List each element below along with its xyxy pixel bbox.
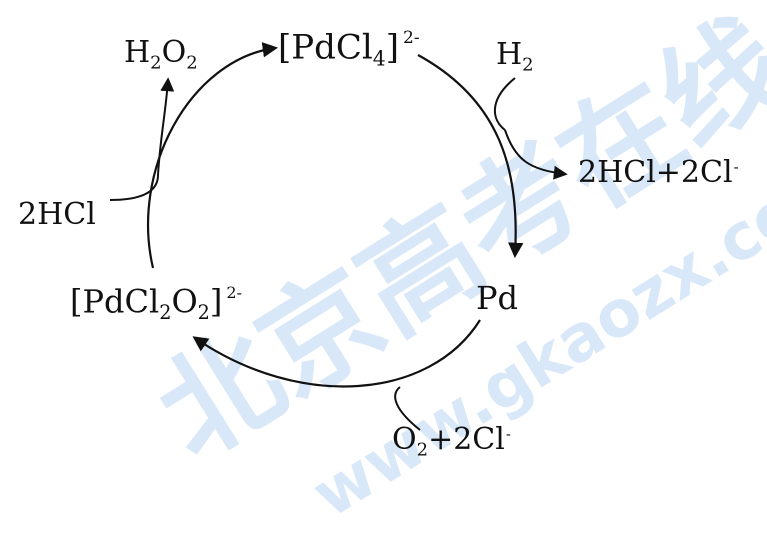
h2-sub: 2	[522, 54, 534, 76]
h2o2-o: O	[161, 35, 187, 70]
pdcl2o2-mid: O	[171, 282, 198, 321]
arrow-h2-in	[493, 77, 516, 131]
o2-in-o: O	[392, 422, 417, 457]
catalytic-cycle-diagram	[109, 42, 568, 431]
species-hcl-out: 2HCl+2Cl-	[578, 158, 739, 188]
h2o2-sub2: 2	[186, 52, 198, 74]
species-pdcl4: [PdCl4]2-	[278, 30, 420, 69]
pdcl4-main: [PdCl	[278, 27, 373, 68]
pdcl4-charge: 2-	[403, 28, 420, 48]
pdcl2o2-main: [PdCl	[70, 282, 160, 321]
o2-in-rest: +2Cl	[428, 422, 505, 457]
pdcl4-sub: 4	[372, 46, 386, 71]
species-o2-in: O2+2Cl-	[392, 425, 511, 459]
arrow-o2-in	[394, 386, 421, 431]
arrow-pd-to-pdcl2o2	[192, 319, 481, 388]
hcl-out-sup: -	[733, 157, 739, 176]
pdcl2o2-sub2: 2	[197, 301, 210, 325]
h2-main: H	[496, 37, 523, 72]
species-h2: H2	[496, 40, 534, 74]
pdcl2o2-charge: 2-	[226, 283, 242, 302]
o2-in-sub: 2	[416, 439, 429, 461]
species-h2o2: H2O2	[124, 38, 198, 72]
species-pd: Pd	[476, 279, 519, 317]
arrow-pdcl2o2-to-pdcl4	[147, 42, 279, 269]
species-pdcl2o2: [PdCl2O2]2-	[70, 282, 242, 325]
pdcl2o2-close: ]	[209, 282, 223, 321]
pdcl4-close: ]	[385, 27, 400, 68]
arrow-hcl-out	[504, 129, 568, 180]
pdcl2o2-sub1: 2	[159, 301, 172, 325]
h2o2-h: H	[124, 35, 151, 70]
h2o2-sub1: 2	[150, 52, 162, 74]
hcl-out-text: 2HCl+2Cl	[578, 155, 733, 190]
arrow-pdcl4-to-pd	[417, 54, 524, 259]
arrow-h2o2-out	[157, 77, 175, 176]
arrow-hcl-in	[109, 174, 159, 201]
o2-in-sup: -	[505, 424, 511, 443]
species-hcl-in: 2HCl	[18, 197, 96, 232]
